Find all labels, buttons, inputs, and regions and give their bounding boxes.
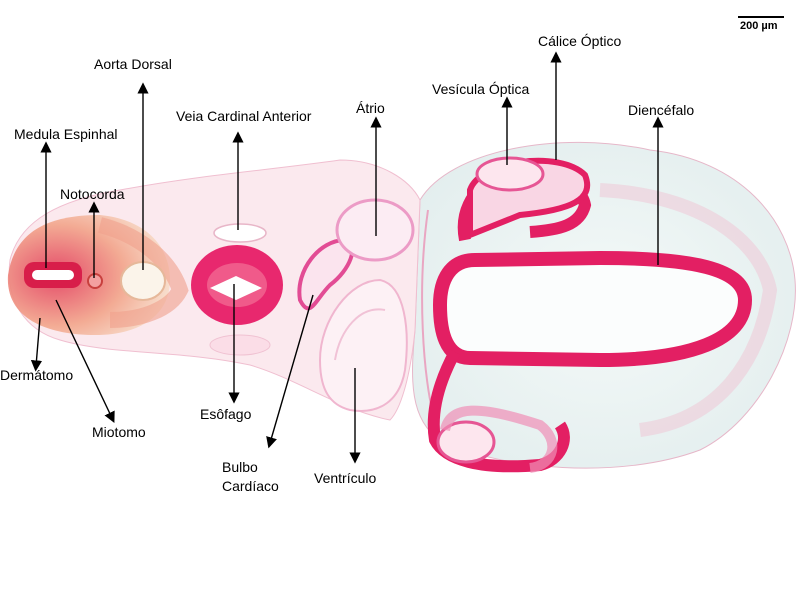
scale-bar-label: 200 µm [740, 20, 778, 32]
ventricle [318, 278, 408, 412]
somite-region [7, 215, 170, 335]
cardinal-vein [213, 223, 267, 243]
label-atrio: Átrio [356, 100, 385, 116]
label-bulbo: Bulbo [222, 459, 258, 475]
diencephalon [432, 250, 753, 368]
label-dermatomo: Dermátomo [0, 367, 74, 383]
label-vesicula-optica: Vesícula Óptica [432, 81, 530, 97]
bulbus-cordis [297, 237, 355, 311]
label-veia-cardinal-anterior: Veia Cardinal Anterior [176, 108, 312, 124]
notochord [87, 273, 103, 289]
label-miotomo: Miotomo [92, 424, 146, 440]
label-esofago: Esôfago [200, 406, 252, 422]
label-medula-espinhal: Medula Espinhal [14, 126, 118, 142]
atrium [335, 198, 415, 262]
label-diencefalo: Diencéfalo [628, 102, 695, 118]
label-calice-optico: Cálice Óptico [538, 33, 622, 49]
label-aorta-dorsal: Aorta Dorsal [94, 56, 172, 72]
label-ventriculo: Ventrículo [314, 470, 377, 486]
label-cardiaco: Cardíaco [222, 478, 279, 494]
label-notocorda: Notocorda [60, 186, 125, 202]
optic-vesicle [475, 156, 545, 192]
